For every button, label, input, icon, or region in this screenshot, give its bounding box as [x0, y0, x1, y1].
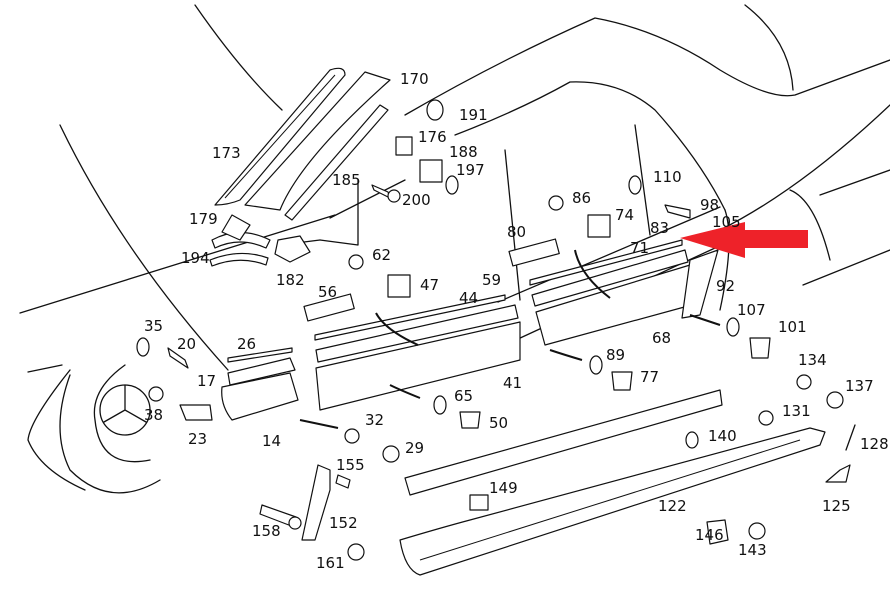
callout-label-188: 188	[449, 143, 478, 161]
highlight-arrow-icon	[680, 222, 808, 258]
callout-label-161: 161	[316, 554, 345, 572]
fasteners-left	[136, 317, 771, 463]
callout-label-65: 65	[454, 387, 473, 405]
callout-label-14: 14	[262, 432, 281, 450]
callout-label-47: 47	[420, 276, 439, 294]
callout-label-152: 152	[329, 514, 358, 532]
callout-label-191: 191	[459, 106, 488, 124]
callout-label-92: 92	[716, 277, 735, 295]
assembly-arrows	[299, 249, 721, 429]
callout-label-149: 149	[489, 479, 518, 497]
callout-label-98: 98	[700, 196, 719, 214]
callout-label-71: 71	[630, 239, 649, 257]
callout-label-176: 176	[418, 128, 447, 146]
callout-label-158: 158	[252, 522, 281, 540]
callout-label-107: 107	[737, 301, 766, 319]
callout-label-131: 131	[782, 402, 811, 420]
callout-label-170: 170	[400, 70, 429, 88]
callout-label-146: 146	[695, 526, 724, 544]
callout-label-200: 200	[402, 191, 431, 209]
callout-label-173: 173	[212, 144, 241, 162]
callout-label-128: 128	[860, 435, 889, 453]
rocker-panel	[399, 389, 826, 576]
callout-label-140: 140	[708, 427, 737, 445]
callout-label-122: 122	[658, 497, 687, 515]
callout-label-32: 32	[365, 411, 384, 429]
callout-label-74: 74	[615, 206, 634, 224]
corner-pieces	[209, 214, 311, 267]
callout-label-38: 38	[144, 406, 163, 424]
callout-label-185: 185	[332, 171, 361, 189]
callout-label-35: 35	[144, 317, 163, 335]
callout-label-182: 182	[276, 271, 305, 289]
callout-label-62: 62	[372, 246, 391, 264]
fasteners-bottom	[259, 374, 856, 561]
callout-label-89: 89	[606, 346, 625, 364]
callout-label-86: 86	[572, 189, 591, 207]
callout-label-101: 101	[778, 318, 807, 336]
callout-label-143: 143	[738, 541, 767, 559]
callout-label-134: 134	[798, 351, 827, 369]
callout-label-56: 56	[318, 283, 337, 301]
callout-label-50: 50	[489, 414, 508, 432]
callout-label-23: 23	[188, 430, 207, 448]
callout-label-41: 41	[503, 374, 522, 392]
callout-label-155: 155	[336, 456, 365, 474]
callout-label-125: 125	[822, 497, 851, 515]
callout-label-77: 77	[640, 368, 659, 386]
callout-label-110: 110	[653, 168, 682, 186]
molding-clips	[303, 175, 691, 322]
callout-label-105: 105	[712, 213, 741, 231]
door-moldings	[221, 239, 719, 421]
callout-label-137: 137	[845, 377, 874, 395]
callout-label-80: 80	[507, 223, 526, 241]
callout-label-44: 44	[459, 289, 478, 307]
callout-label-83: 83	[650, 219, 669, 237]
callout-label-68: 68	[652, 329, 671, 347]
a-pillar-trim	[214, 67, 391, 221]
car-body-outline	[19, 4, 890, 494]
callout-label-20: 20	[177, 335, 196, 353]
callout-label-194: 194	[181, 249, 210, 267]
callout-label-197: 197	[456, 161, 485, 179]
clip-group-top	[371, 99, 459, 203]
callout-label-26: 26	[237, 335, 256, 353]
callout-label-59: 59	[482, 271, 501, 289]
callout-label-179: 179	[189, 210, 218, 228]
callout-label-17: 17	[197, 372, 216, 390]
callout-label-29: 29	[405, 439, 424, 457]
